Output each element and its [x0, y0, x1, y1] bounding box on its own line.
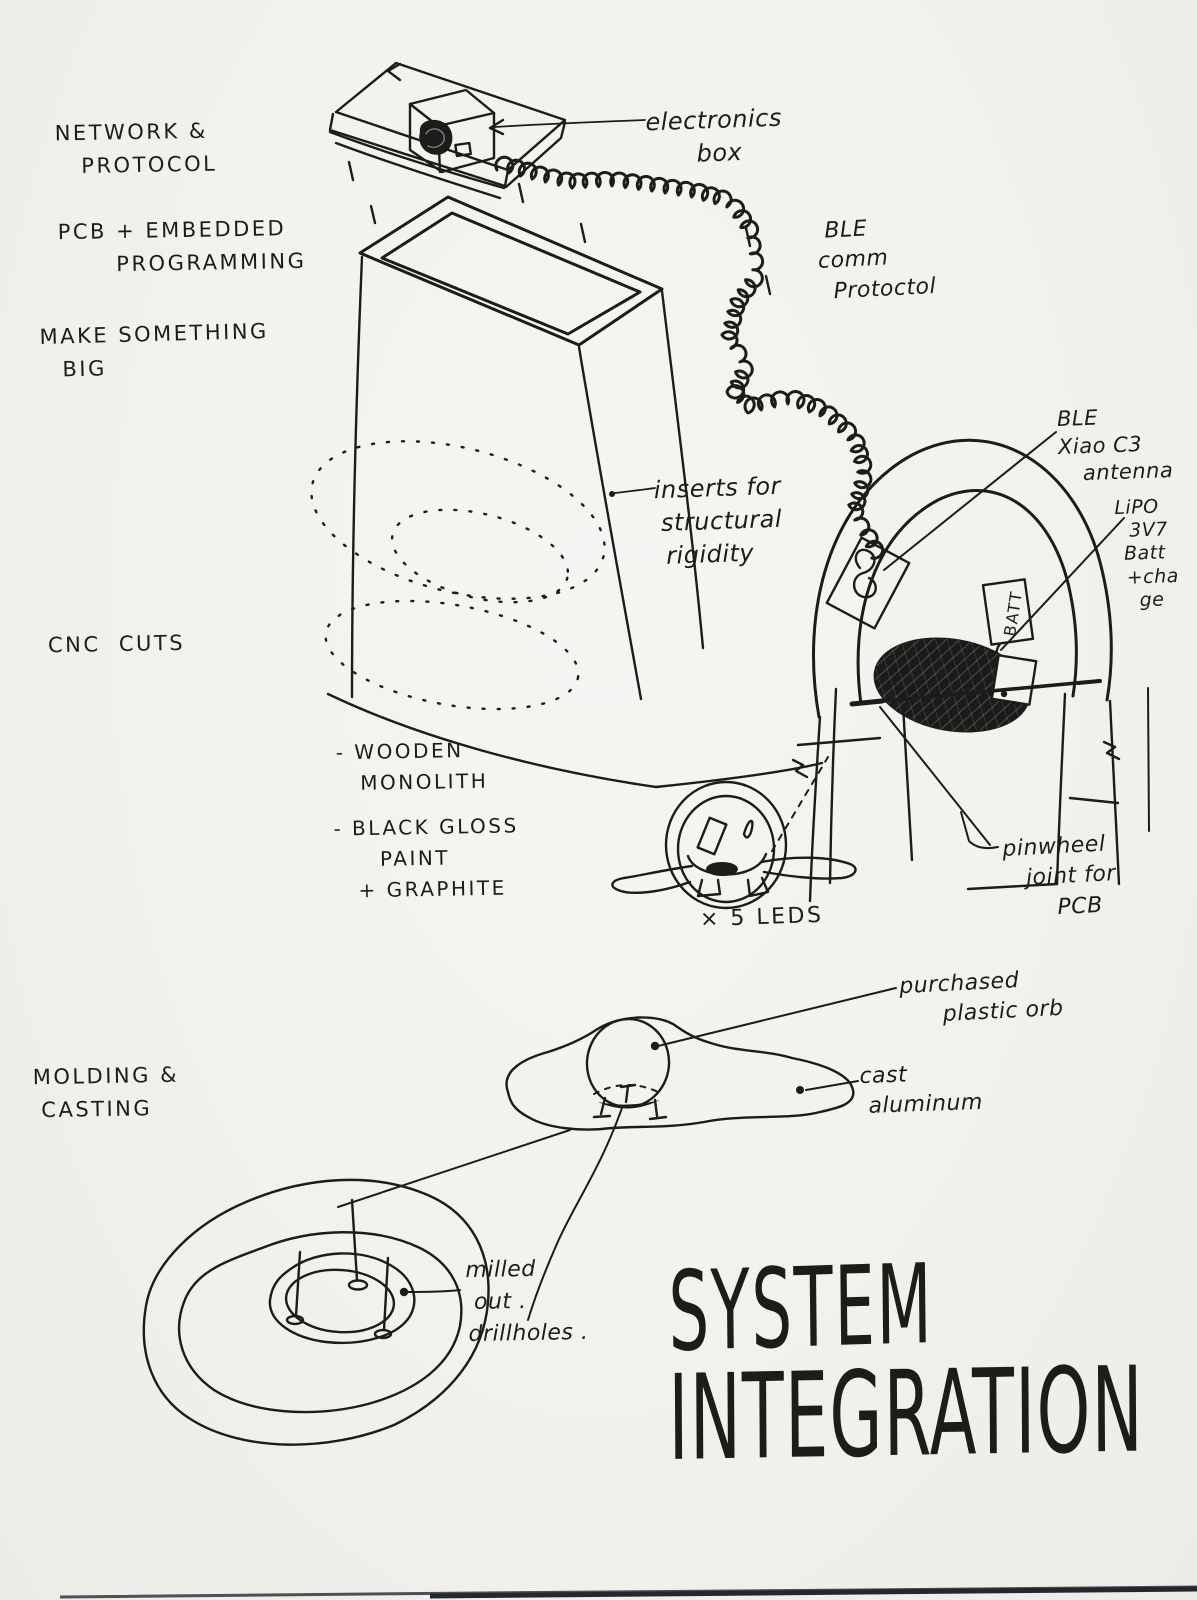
- callout-line: box: [696, 138, 743, 168]
- mold-sketch: [142, 1178, 490, 1446]
- callout-line: Protoctol: [832, 273, 937, 304]
- callout-pinwheel-joint: pinwheel joint for PCB: [1002, 829, 1119, 926]
- note-line: - WOODEN: [335, 738, 464, 765]
- hidden-insert-outline: [324, 599, 580, 711]
- note-line: MONOLITH: [360, 768, 489, 795]
- note-line: PROTOCOL: [81, 151, 218, 178]
- note-line: - BLACK GLOSS: [333, 813, 519, 841]
- note-line: BIG: [62, 355, 108, 381]
- callout-line: +cha: [1126, 564, 1180, 589]
- drill-hole-dot: [399, 1287, 409, 1297]
- note-network-protocol: NETWORK & PROTOCOL: [54, 115, 218, 183]
- callout-five-leds: × 5 LEDS: [699, 899, 824, 937]
- callout-line: milled: [465, 1256, 536, 1284]
- note-line: PROGRAMMING: [116, 248, 307, 276]
- callout-ble-comm-protocol: BLE comm Protoctol: [816, 211, 937, 308]
- note-pcb-embedded: PCB + EMBEDDED PROGRAMMING: [57, 212, 307, 281]
- break-mark: [791, 758, 809, 779]
- callout-line: inserts for: [653, 471, 782, 505]
- callout-ble-xiao-antenna: BLE Xiao C3 antenna: [1057, 402, 1174, 489]
- break-mark: [1102, 740, 1121, 761]
- note-line: PCB + EMBEDDED: [57, 216, 287, 245]
- note-line: MAKE SOMETHING: [39, 319, 270, 350]
- note-line: + GRAPHITE: [358, 875, 507, 903]
- arrowhead: [386, 62, 402, 82]
- monolith-sketch: [310, 195, 824, 789]
- callout-line: Xiao C3: [1057, 431, 1143, 459]
- callout-line: LiPO: [1113, 495, 1160, 520]
- note-black-gloss-paint: - BLACK GLOSS PAINT + GRAPHITE: [333, 810, 520, 906]
- note-line: MOLDING &: [32, 1062, 180, 1090]
- paper-edge: [59, 1585, 1197, 1599]
- note-make-something-big: MAKE SOMETHING BIG: [39, 315, 270, 386]
- callout-line: rigidity: [665, 539, 755, 571]
- callout-line: joint for: [1025, 861, 1117, 892]
- callout-line: electronics: [644, 103, 783, 137]
- callout-line: × 5 LEDS: [699, 902, 824, 933]
- coiled-cable-path: [494, 155, 885, 560]
- callout-milled-drillholes: milled out . drillholes .: [465, 1253, 589, 1351]
- callout-line: structural: [660, 504, 783, 538]
- callout-line: out .: [473, 1288, 527, 1315]
- note-line: PAINT: [379, 845, 451, 871]
- arch-assembly-sketch: BATT: [771, 431, 1150, 903]
- antenna-scribble: [852, 548, 877, 599]
- callout-cast-aluminum: cast aluminum: [859, 1058, 983, 1123]
- note-wooden-monolith: - WOODEN MONOLITH: [335, 735, 489, 800]
- pcb-blob: [873, 637, 1031, 733]
- callout-inserts-rigidity: inserts for structural rigidity: [653, 470, 783, 574]
- callout-line: ge: [1139, 588, 1165, 611]
- batt-label: BATT: [1000, 589, 1026, 637]
- note-cnc-cuts: CNC CUTS: [48, 627, 186, 662]
- orb-splat-sketch: [337, 987, 897, 1321]
- callout-line: plastic orb: [942, 996, 1065, 1028]
- title-line: INTEGRATION: [667, 1340, 1145, 1488]
- electronics-box-leader: [488, 118, 646, 136]
- note-line: CNC CUTS: [47, 630, 186, 658]
- callout-electronics-box: electronics box: [645, 102, 784, 173]
- callout-line: 3V7: [1128, 518, 1169, 542]
- callout-line: antenna: [1082, 458, 1174, 486]
- coiled-cable: [494, 155, 885, 560]
- callout-line: PCB: [1056, 892, 1104, 920]
- note-line: CASTING: [41, 1095, 153, 1122]
- hidden-insert-outline: [390, 508, 570, 604]
- pinwheel-axle: [872, 679, 1100, 704]
- left-wing: [611, 864, 694, 895]
- page-title: SYSTEM INTEGRATION: [667, 1240, 1197, 1488]
- dark-scribble-component: [419, 119, 453, 155]
- right-wing: [760, 856, 857, 880]
- callout-line: drillholes .: [468, 1319, 589, 1347]
- callout-purchased-orb: purchased plastic orb: [899, 964, 1065, 1033]
- note-line: NETWORK &: [54, 118, 208, 146]
- battery-box: [981, 578, 1035, 646]
- callout-line: Batt: [1123, 541, 1166, 566]
- pcb-connector: [990, 654, 1038, 706]
- electronics-box-sketch: [328, 61, 772, 296]
- callout-lipo-battery: LiPO 3V7 Batt +cha ge: [1114, 495, 1180, 613]
- callout-line: cast: [859, 1062, 908, 1090]
- callout-line: BLE: [1056, 405, 1099, 432]
- winged-orb-sketch: [611, 780, 857, 910]
- callout-line: aluminum: [868, 1090, 984, 1120]
- note-molding-casting: MOLDING & CASTING: [32, 1059, 180, 1127]
- arrowhead: [488, 118, 505, 136]
- antenna-board: [825, 536, 911, 630]
- hidden-insert-outline: [310, 440, 606, 600]
